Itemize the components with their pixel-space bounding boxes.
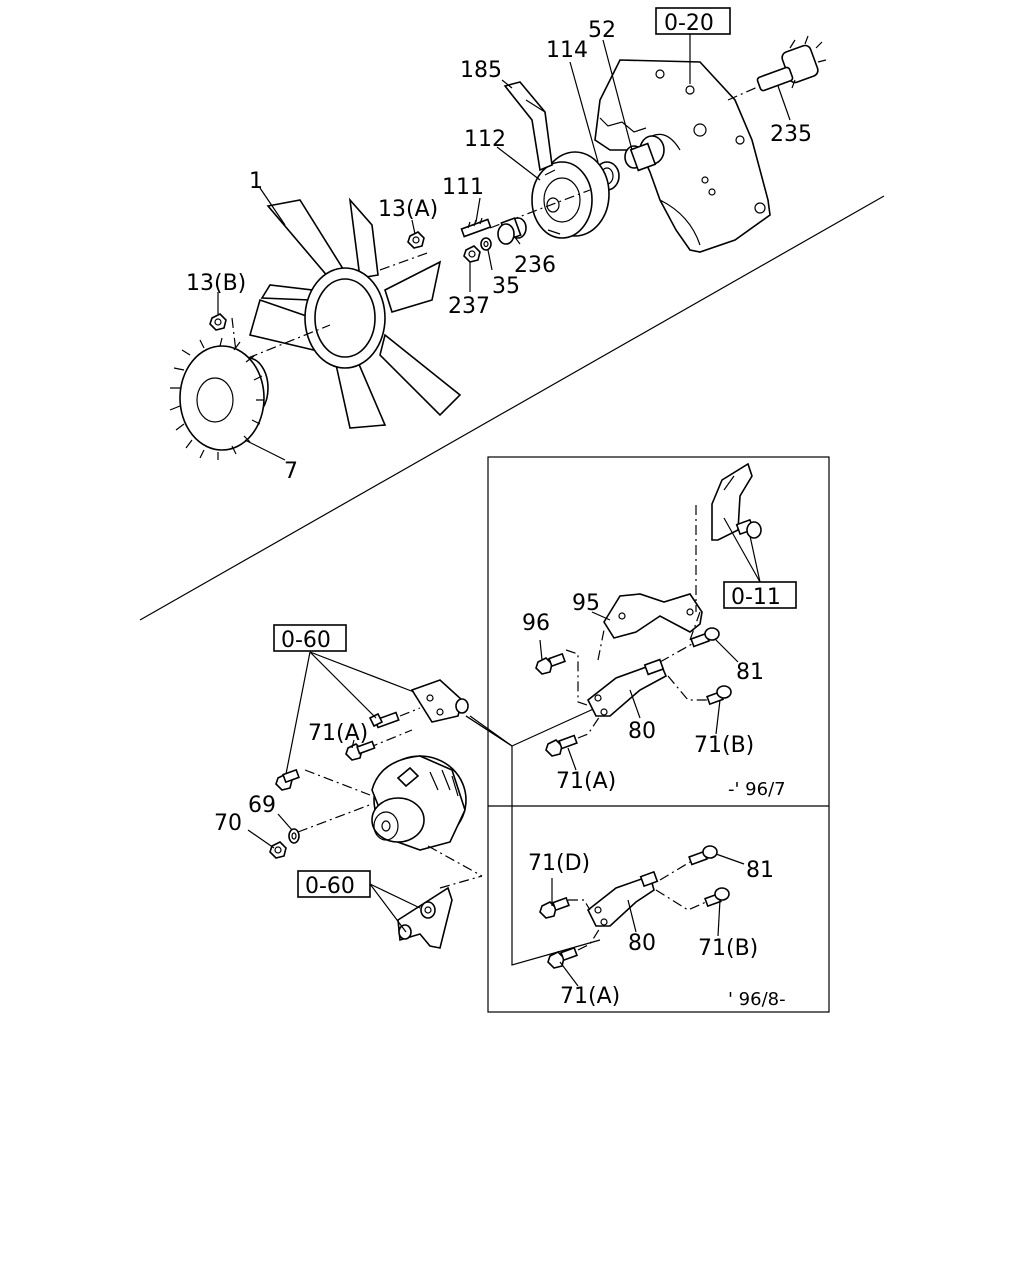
- label-13b: 13(B): [186, 271, 246, 296]
- label-185: 185: [460, 58, 502, 83]
- label-71a-lower: 71(A): [560, 984, 620, 1009]
- generator-bracket-upper: [410, 679, 469, 723]
- nut-70: [269, 841, 287, 859]
- label-237: 237: [448, 294, 490, 319]
- label-80-upper: 80: [628, 719, 656, 744]
- label-71d: 71(D): [528, 851, 590, 876]
- label-114: 114: [546, 38, 588, 63]
- ref-0-20: 0-20: [664, 11, 714, 36]
- label-111: 111: [442, 175, 484, 200]
- bolt-81-lower: [688, 845, 718, 866]
- mount-bracket-0-11: [711, 462, 762, 541]
- label-71b-lower: 71(B): [698, 936, 758, 961]
- label-70: 70: [214, 811, 242, 836]
- label-81-lower: 81: [746, 858, 774, 883]
- bolt-96: [535, 652, 566, 675]
- label-52: 52: [588, 18, 616, 43]
- label-13a: 13(A): [378, 197, 438, 222]
- label-7: 7: [284, 459, 298, 484]
- generator-bracket-lower: [397, 886, 453, 949]
- date-range-lower: ' 96/8-: [728, 989, 786, 1010]
- ref-0-60-upper: 0-60: [281, 628, 331, 653]
- label-235: 235: [770, 122, 812, 147]
- timing-case-cover: [594, 59, 771, 253]
- washer-35: [480, 237, 492, 251]
- label-1: 1: [249, 169, 263, 194]
- label-96: 96: [522, 611, 550, 636]
- generator: [371, 755, 467, 851]
- nut-237: [463, 245, 481, 263]
- nut-13b: [209, 313, 227, 331]
- section-divider-line: [139, 195, 885, 621]
- bolt-71b-lower: [704, 887, 730, 908]
- label-112: 112: [464, 127, 506, 152]
- belt-185: [503, 81, 553, 172]
- adjust-bracket-95: [603, 593, 703, 639]
- date-range-upper: -' 96/7: [728, 779, 786, 800]
- bolt-71a-left: [345, 740, 376, 761]
- spacer-52: [624, 135, 665, 172]
- reference-callouts: 0-20 0-11 0-60 0-60: [273, 7, 797, 899]
- bolt-left-stud: [275, 768, 300, 791]
- adjust-plate-80-upper: [586, 658, 668, 717]
- bolt-71a-upper-inset: [545, 734, 578, 757]
- label-69: 69: [248, 793, 276, 818]
- nut-13a: [407, 231, 425, 249]
- label-236: 236: [514, 253, 556, 278]
- cooling-fan-1: [249, 197, 462, 429]
- bolt-71b-upper: [706, 685, 732, 706]
- washer-69: [288, 828, 300, 844]
- bolt-upper-left: [368, 711, 400, 729]
- leader-lines-upper: [217, 32, 791, 461]
- crank-pulley-112: [531, 151, 610, 239]
- fan-clutch-7: [169, 337, 269, 460]
- bolt-71a-lower-inset: [547, 946, 578, 969]
- label-81-upper: 81: [736, 660, 764, 685]
- label-71a-generator: 71(A): [308, 721, 368, 746]
- label-80-lower: 80: [628, 931, 656, 956]
- leader-lines-generator: [247, 651, 513, 933]
- part-number-labels: 1 7 13(A) 13(B) 111 112 114 185 52 235 2…: [186, 18, 812, 1009]
- label-71a-upper: 71(A): [556, 769, 616, 794]
- ref-0-60-lower: 0-60: [305, 874, 355, 899]
- label-95: 95: [572, 591, 600, 616]
- stud-bolt-111: [460, 217, 492, 238]
- bushing-236: [497, 217, 527, 245]
- bolt-81-upper: [690, 627, 720, 648]
- ref-0-11: 0-11: [731, 585, 781, 610]
- label-35: 35: [492, 274, 520, 299]
- bolt-71d: [539, 896, 570, 919]
- oil-pump-gear-235: [727, 35, 827, 101]
- adjust-plate-80-lower: [586, 870, 659, 927]
- leader-lines-inset: [539, 517, 761, 987]
- label-71b-upper: 71(B): [694, 733, 754, 758]
